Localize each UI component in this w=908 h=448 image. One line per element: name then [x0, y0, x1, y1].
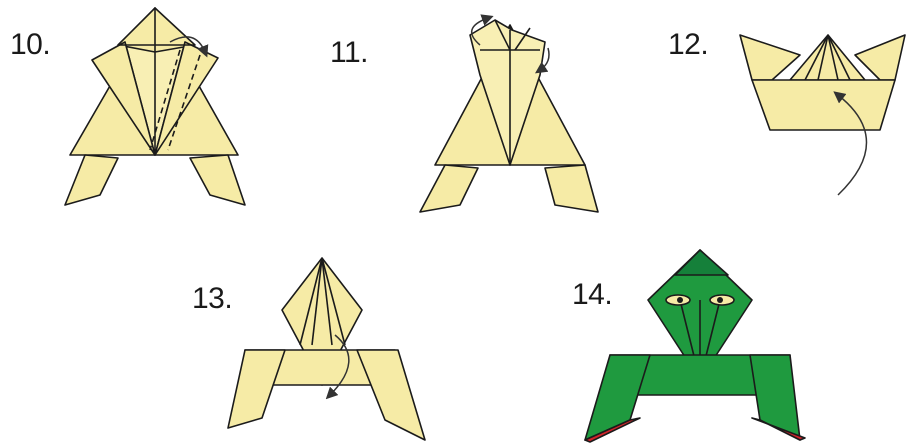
- step-13-figure: [228, 258, 425, 440]
- step-11-figure: [420, 18, 598, 212]
- step-10-figure: [65, 8, 245, 205]
- step-12-figure: [740, 35, 905, 195]
- step-14-frog: [585, 250, 805, 442]
